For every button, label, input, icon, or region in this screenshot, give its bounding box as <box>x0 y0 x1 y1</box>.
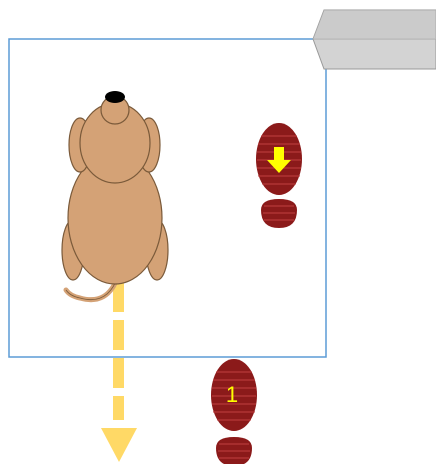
footprint-arrow-icon <box>256 123 302 228</box>
footprint-number-icon: 1 <box>211 359 257 464</box>
room-frame <box>9 39 326 357</box>
dog-top-view-icon <box>62 91 168 300</box>
dashed-arrow-down-icon <box>101 282 137 462</box>
door-icon <box>313 10 436 69</box>
step-number-label: 1 <box>226 382 238 407</box>
